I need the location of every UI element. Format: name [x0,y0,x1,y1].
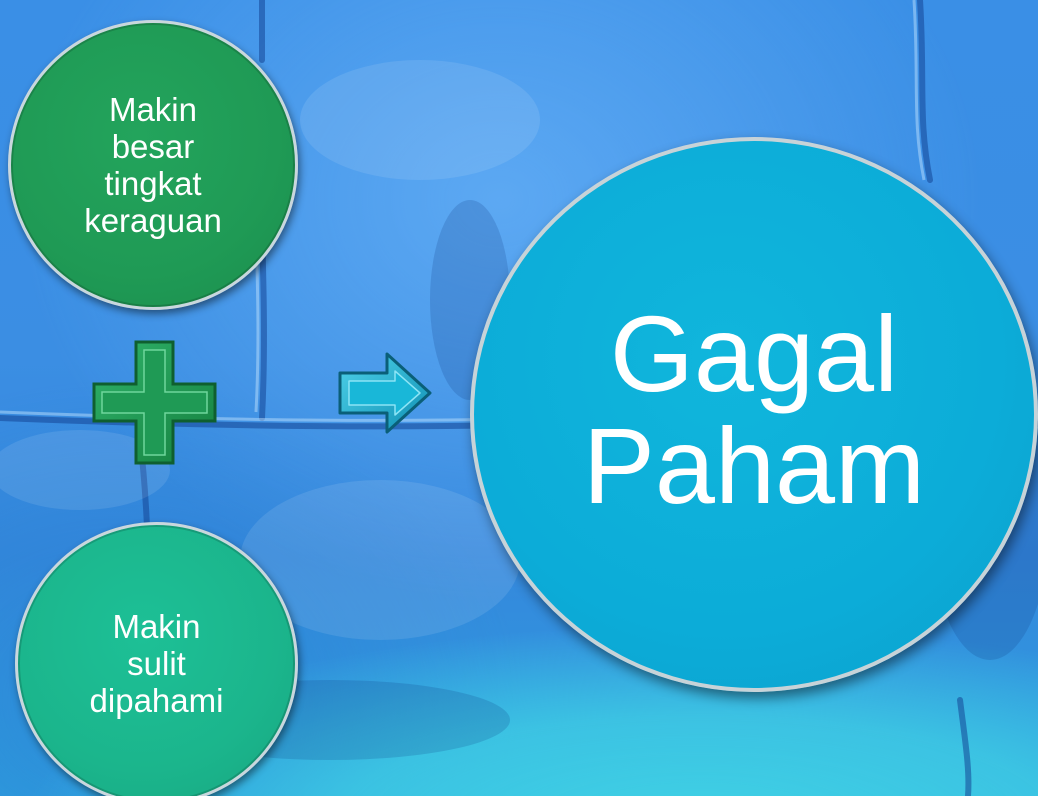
node-gagal-paham-label: Gagal Paham [582,292,926,526]
node-gagal-paham: Gagal Paham [470,137,1038,692]
node-sulit-label: Makin sulit dipahami [89,608,224,719]
node-keraguan: Makin besar tingkat keraguan [8,20,298,310]
node-keraguan-label: Makin besar tingkat keraguan [84,91,222,239]
plus-icon [92,340,217,465]
node-sulit: Makin sulit dipahami [15,522,298,796]
arrow-right-icon [338,352,432,434]
